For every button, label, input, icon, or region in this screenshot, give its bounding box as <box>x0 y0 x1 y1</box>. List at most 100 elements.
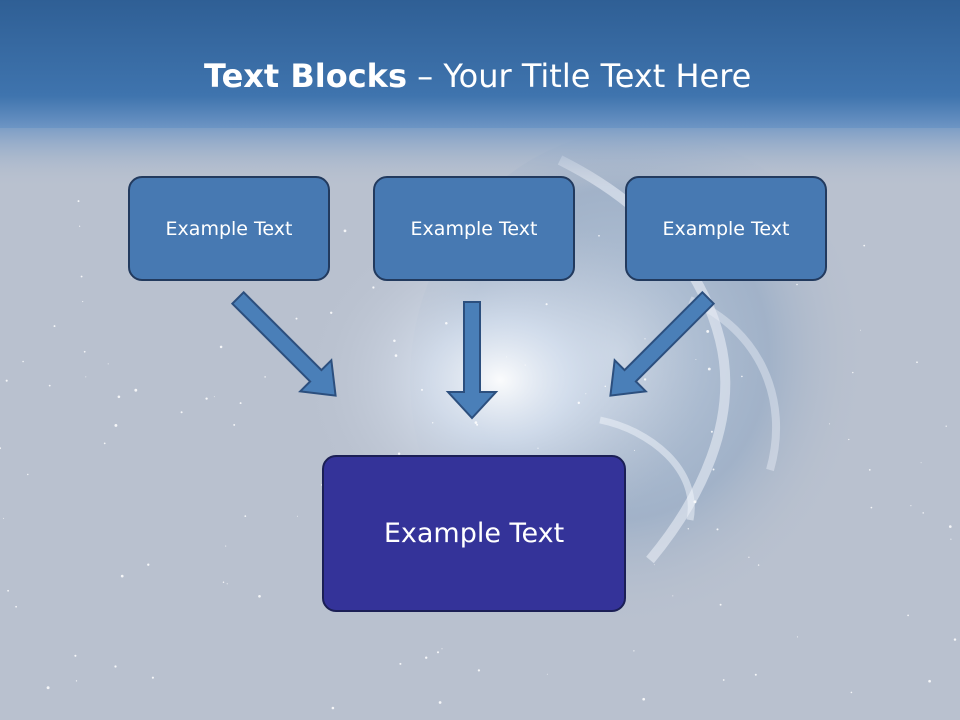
star <box>537 447 539 449</box>
star <box>205 397 208 400</box>
star <box>945 425 947 427</box>
star <box>79 225 81 227</box>
star <box>796 636 799 638</box>
star <box>397 452 401 455</box>
star <box>920 462 922 464</box>
star <box>295 317 298 320</box>
star <box>868 469 871 471</box>
star <box>46 686 50 690</box>
star <box>642 697 646 701</box>
slide-title: Text Blocks – Your Title Text Here <box>204 54 904 98</box>
star <box>103 442 106 445</box>
star <box>577 401 581 405</box>
star <box>432 422 434 424</box>
star <box>75 680 78 682</box>
star <box>852 371 854 374</box>
star <box>916 361 918 364</box>
star <box>222 581 225 583</box>
star <box>863 244 866 247</box>
star <box>524 364 526 366</box>
title-dash: – <box>407 57 444 95</box>
star <box>850 691 853 694</box>
star <box>722 679 725 681</box>
star <box>107 363 109 365</box>
star <box>331 706 335 710</box>
star <box>147 563 150 566</box>
star <box>546 673 548 675</box>
star <box>77 200 80 203</box>
star <box>258 594 261 598</box>
star <box>604 385 607 388</box>
star <box>219 345 223 349</box>
star <box>474 421 478 424</box>
star <box>7 589 9 592</box>
star <box>754 673 757 676</box>
star <box>476 423 479 426</box>
star <box>687 528 689 530</box>
star <box>394 354 398 357</box>
star <box>870 506 873 509</box>
main-text-block[interactable]: Example Text <box>322 455 626 612</box>
star <box>445 321 448 325</box>
star <box>796 283 798 286</box>
star <box>85 376 87 378</box>
arrow-right <box>609 290 716 397</box>
title-bold: Text Blocks <box>204 57 407 95</box>
star <box>114 665 117 668</box>
star <box>710 430 713 433</box>
star <box>653 564 655 566</box>
star <box>3 517 5 519</box>
star <box>329 311 333 315</box>
star <box>634 449 635 451</box>
star <box>225 545 227 547</box>
star <box>48 384 51 387</box>
star <box>695 359 697 361</box>
arrow-left <box>230 290 337 397</box>
star <box>757 564 760 566</box>
star <box>53 325 56 328</box>
star <box>343 229 347 233</box>
star <box>545 303 548 306</box>
star <box>436 651 440 654</box>
star <box>910 505 912 507</box>
star <box>296 515 298 517</box>
star <box>741 375 743 378</box>
arrow-middle <box>445 301 499 420</box>
star <box>922 512 924 514</box>
star <box>477 669 481 672</box>
star <box>180 411 183 414</box>
star <box>239 402 242 405</box>
star <box>585 393 587 395</box>
star <box>948 525 952 528</box>
text-block-1[interactable]: Example Text <box>128 176 330 281</box>
star <box>15 605 17 608</box>
star <box>693 500 697 504</box>
star <box>425 656 428 659</box>
star <box>928 679 931 683</box>
star <box>114 423 118 427</box>
star <box>74 654 77 657</box>
star <box>5 379 8 382</box>
star <box>226 583 228 585</box>
star <box>953 638 957 641</box>
star <box>399 662 402 665</box>
text-block-3[interactable]: Example Text <box>625 176 827 281</box>
star <box>672 595 674 597</box>
star <box>716 528 719 531</box>
text-block-2-label: Example Text <box>410 217 538 240</box>
star <box>748 556 750 558</box>
star <box>213 396 215 398</box>
star <box>706 329 710 333</box>
star <box>151 676 154 679</box>
star <box>83 350 86 353</box>
star <box>233 423 236 426</box>
star <box>0 447 1 450</box>
text-block-2[interactable]: Example Text <box>373 176 575 281</box>
star <box>598 234 600 237</box>
star <box>393 339 396 343</box>
star <box>117 395 121 399</box>
star <box>421 388 423 391</box>
